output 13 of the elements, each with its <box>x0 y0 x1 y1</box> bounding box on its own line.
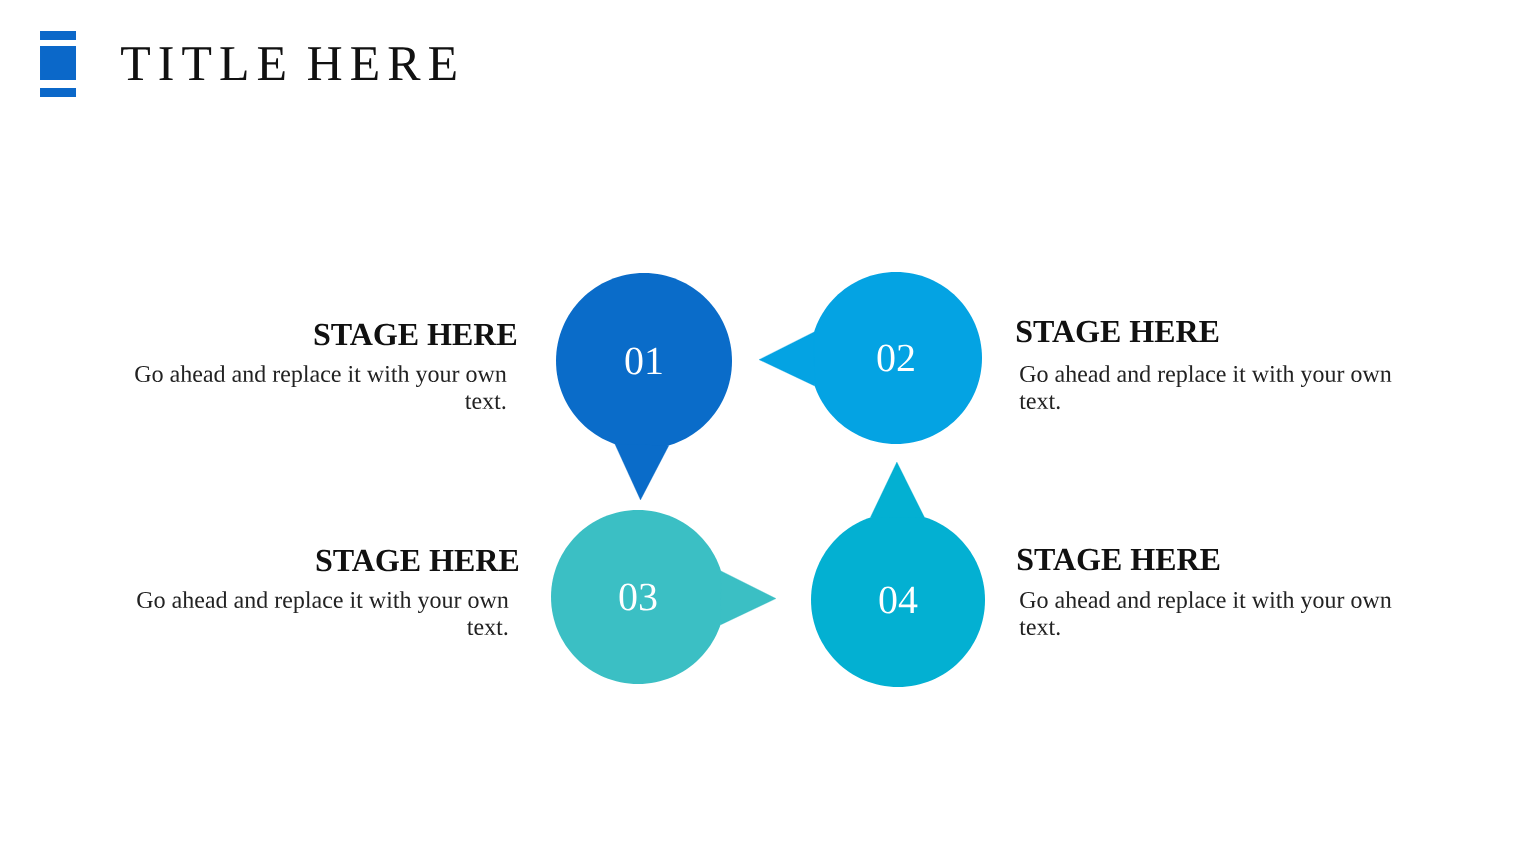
pointer-triangle <box>870 461 925 518</box>
stage-heading: STAGE HERE <box>314 323 517 346</box>
description-text: Go ahead and replace it with your own text. <box>1019 591 1392 636</box>
pointer-triangle <box>720 570 777 626</box>
description-text: Go ahead and replace it with your own text. <box>135 365 507 410</box>
description-text: Go ahead and replace it with your own text. <box>1019 365 1392 410</box>
stage-heading: STAGE HERE <box>1017 548 1220 571</box>
title: TITLE HERE <box>121 47 456 80</box>
stage-heading: STAGE HERE <box>1016 320 1219 343</box>
pointer-triangle <box>758 331 815 387</box>
description-text: Go ahead and replace it with your own text. <box>137 591 509 636</box>
stage-heading: STAGE HERE <box>316 549 519 572</box>
pointer-triangle <box>614 443 669 501</box>
